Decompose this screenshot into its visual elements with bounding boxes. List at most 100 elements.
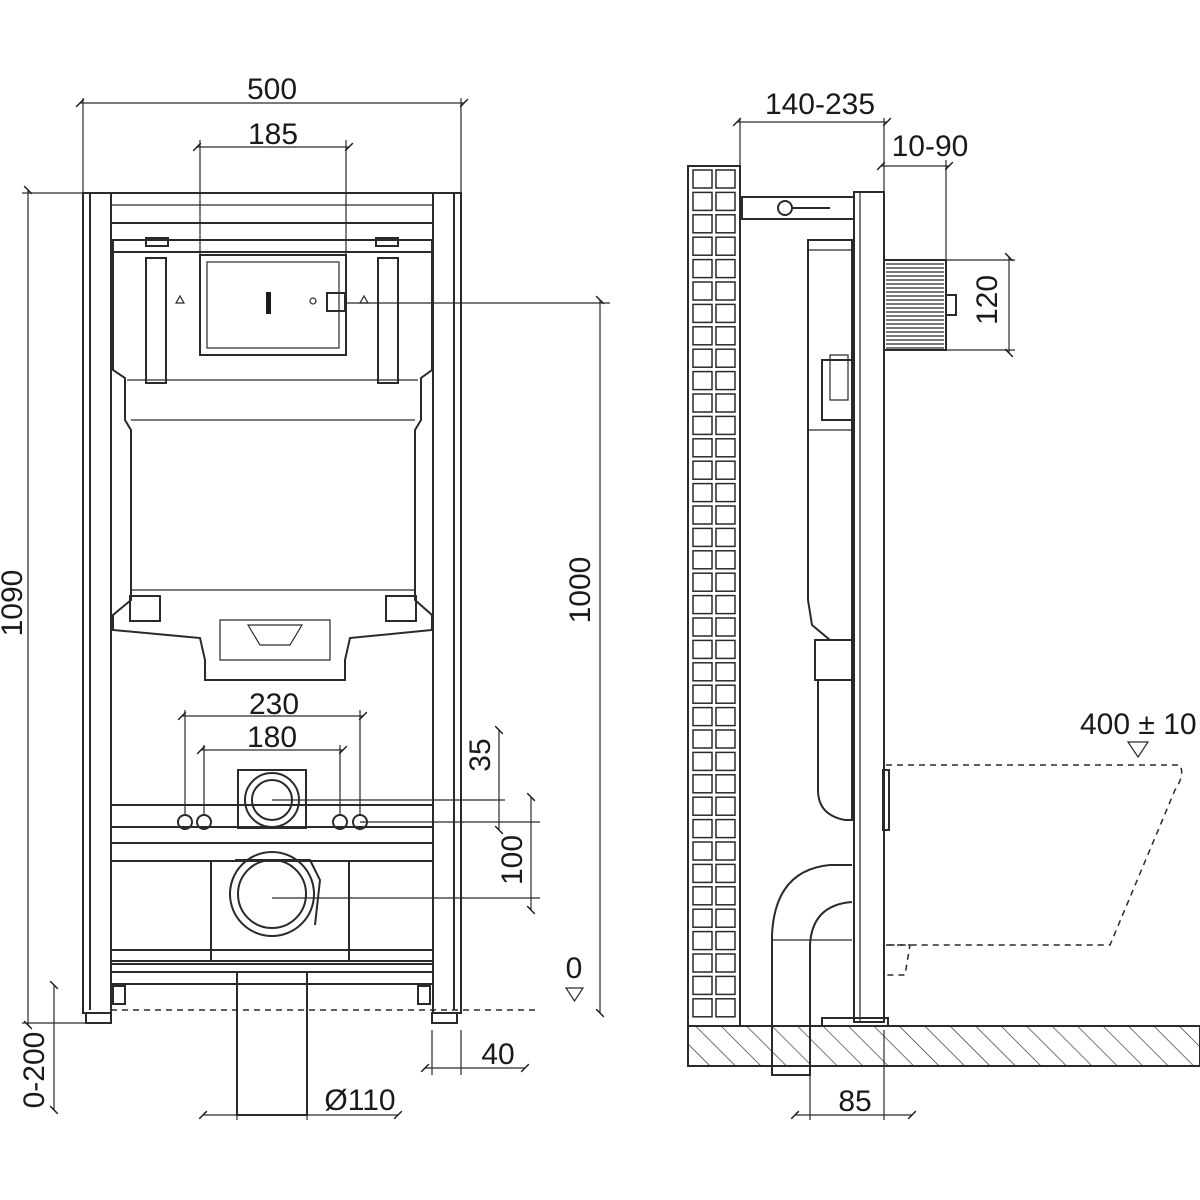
wall-tile <box>715 662 736 682</box>
dim-leg-adjust: 0-200 <box>18 1032 51 1109</box>
wall-tile <box>715 774 736 794</box>
wall-tile <box>692 886 713 906</box>
level-marker-icon <box>564 987 585 1003</box>
wall-tile <box>692 236 713 256</box>
wall-tile <box>692 706 713 727</box>
wall-tile <box>715 706 736 727</box>
front-view <box>82 192 540 1116</box>
wall-tile <box>692 370 713 391</box>
cistern-side <box>807 239 853 641</box>
wall-tile <box>715 617 736 637</box>
wall-tile <box>715 393 736 413</box>
wall-tile <box>692 550 713 570</box>
wall-tile <box>715 482 736 503</box>
wall-tile <box>692 572 713 592</box>
wall-tile <box>715 729 736 749</box>
wall-tile <box>692 460 713 480</box>
dim-width-flush-plate: 185 <box>248 118 298 151</box>
wall-tile <box>715 438 736 458</box>
wall-tile <box>692 639 713 660</box>
wall-tile <box>692 527 713 548</box>
wall-tile <box>692 841 713 861</box>
wall-tile <box>692 505 713 525</box>
lower-crossbar <box>110 804 434 828</box>
side-dimensions: 140-235 10-90 120 400 ± 10 85 <box>732 88 1197 1120</box>
wall-tile <box>692 818 713 839</box>
dim-depth-range: 140-235 <box>765 88 875 121</box>
dim-pipe-diameter: Ø110 <box>324 1084 395 1117</box>
wall-tile <box>715 550 736 570</box>
wall-tile <box>715 236 736 256</box>
wall-tile <box>692 191 713 212</box>
wall-tile <box>692 214 713 234</box>
left-bracket <box>145 257 167 384</box>
wall-tile <box>715 908 736 928</box>
wall-tiles <box>692 169 736 1018</box>
wall-tile <box>692 326 713 346</box>
wall-tile <box>692 908 713 928</box>
wall-tile <box>715 415 736 436</box>
flush-tube <box>817 680 853 821</box>
wall-tile <box>715 326 736 346</box>
wall-tile <box>692 169 713 189</box>
flush-plate-opening <box>199 254 347 356</box>
wall-tile <box>692 258 713 279</box>
wall-tile <box>692 774 713 794</box>
wall-tile <box>692 594 713 615</box>
wall-tile <box>715 303 736 324</box>
wall-tile <box>715 953 736 973</box>
wall-tile <box>692 796 713 816</box>
wall-tile <box>715 998 736 1018</box>
wall-tile <box>715 841 736 861</box>
wall-tile <box>715 594 736 615</box>
wall-tile <box>715 572 736 592</box>
wall-tile <box>715 370 736 391</box>
dim-bolt-inner: 180 <box>247 721 297 754</box>
wall-tile <box>715 818 736 839</box>
wall-tile <box>692 438 713 458</box>
dim-plate-height: 120 <box>971 275 1004 325</box>
wall-tile <box>715 930 736 951</box>
wall-tile <box>692 998 713 1018</box>
cistern-body <box>112 252 433 681</box>
toilet-outline <box>886 764 1183 946</box>
wall-tile <box>715 751 736 772</box>
wall-tile <box>715 863 736 884</box>
wall-tile <box>715 505 736 525</box>
waste-elbow <box>771 864 853 1076</box>
flush-plate-ribs <box>886 263 944 349</box>
wall-bracket <box>741 196 855 220</box>
wall-tile <box>715 348 736 368</box>
dim-width-total: 500 <box>247 73 297 106</box>
dim-height-total: 1090 <box>0 570 29 637</box>
wall-tile <box>715 975 736 996</box>
wall-tile <box>715 169 736 189</box>
front-dimensions: 500 185 1090 0-200 1000 230 180 35 <box>0 73 610 1120</box>
level-marker-icon <box>1126 741 1150 759</box>
wall-tile <box>692 662 713 682</box>
side-view <box>687 165 1200 1076</box>
wall-tile <box>715 214 736 234</box>
wall-tile <box>715 639 736 660</box>
wall-tile <box>692 348 713 368</box>
wall-tile <box>715 191 736 212</box>
frame-profile <box>853 191 885 1023</box>
wall-tile <box>715 460 736 480</box>
wall-tile <box>715 281 736 301</box>
top-rail <box>110 192 434 224</box>
dim-offset-35: 35 <box>464 738 497 771</box>
dim-leg-offset: 40 <box>481 1038 514 1071</box>
wall-tile <box>692 303 713 324</box>
dim-wall-range: 10-90 <box>892 130 969 163</box>
drain-pipe <box>236 971 308 1116</box>
wall-tile <box>715 886 736 906</box>
wall-tile <box>692 953 713 973</box>
wall-tile <box>692 281 713 301</box>
wall-tile <box>692 863 713 884</box>
wall-tile <box>692 930 713 951</box>
floor-hatch <box>687 1025 1200 1067</box>
wall-tile <box>692 684 713 704</box>
wall-tile <box>715 527 736 548</box>
right-frame-post <box>432 192 462 1014</box>
wall-tile <box>692 975 713 996</box>
